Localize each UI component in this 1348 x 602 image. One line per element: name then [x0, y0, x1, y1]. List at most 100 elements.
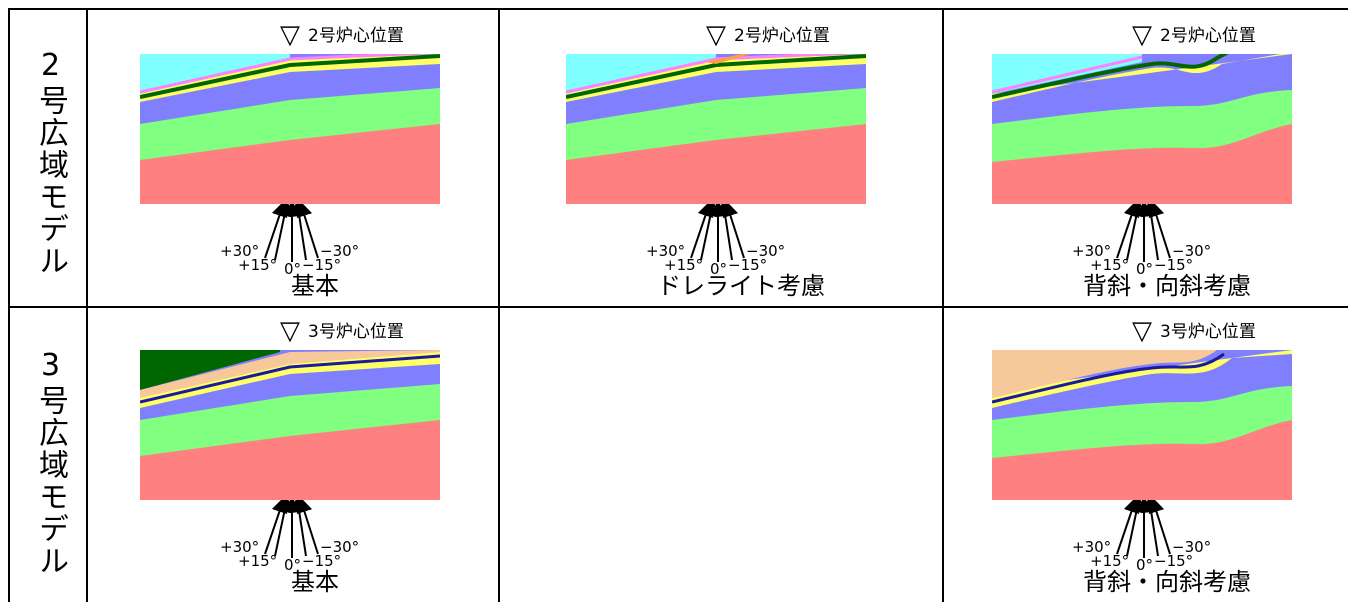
- table-left-border: [8, 8, 10, 602]
- panel-fold-unit3: ▽ 3号炉心位置 +30°+15° 0°−15°−30° 背斜・向斜考慮: [992, 312, 1302, 602]
- geologic-cross-section: [140, 54, 440, 204]
- table-col-divider-2: [942, 8, 944, 602]
- arrow-plus30: [264, 204, 287, 259]
- core-position-label: 2号炉心位置: [1160, 26, 1256, 46]
- incidence-angle-group: +30°+15° 0°−15°−30°: [1072, 500, 1272, 574]
- layer-darkgreen: [992, 54, 1229, 99]
- geologic-cross-section: [566, 54, 866, 204]
- incidence-arrows: [264, 500, 319, 558]
- core-position-marker: ▽ 3号炉心位置: [280, 316, 404, 346]
- angle-label-minus15: −15°: [728, 256, 768, 274]
- incidence-arrows: [1116, 500, 1171, 558]
- angle-label-plus30: +30°: [1072, 242, 1112, 260]
- layer-navy: [992, 352, 1225, 404]
- down-triangle-icon: ▽: [1132, 316, 1152, 346]
- layer-yellow: [140, 350, 440, 408]
- arrow-plus30: [1116, 500, 1139, 555]
- angle-label-zero: 0°: [1136, 260, 1154, 278]
- layer-tan: [992, 350, 1217, 398]
- down-triangle-icon: ▽: [706, 20, 726, 50]
- geologic-cross-section: [140, 350, 440, 500]
- angle-label-plus30: +30°: [1072, 538, 1112, 556]
- arrow-plus15: [1126, 204, 1145, 261]
- arrow-plus30: [1116, 204, 1139, 259]
- core-position-marker: ▽ 3号炉心位置: [1132, 316, 1256, 346]
- geologic-cross-section: [992, 54, 1292, 204]
- layer-pink: [566, 54, 856, 94]
- angle-label-plus30: +30°: [220, 242, 260, 260]
- arrow-plus30: [690, 204, 713, 259]
- arrow-minus30: [296, 204, 319, 259]
- arrow-minus30: [722, 204, 745, 259]
- angle-label-plus15: +15°: [664, 256, 704, 274]
- angle-label-minus30: −30°: [1172, 538, 1212, 556]
- table-col-divider-1: [498, 8, 500, 602]
- angle-label-zero: 0°: [284, 260, 302, 278]
- layer-tan: [140, 350, 440, 398]
- core-position-label: 3号炉心位置: [1160, 322, 1256, 342]
- incidence-angle-group: +30°+15° 0°−15°−30°: [220, 204, 420, 278]
- arrow-plus15: [1126, 500, 1145, 557]
- core-position-label: 3号炉心位置: [308, 322, 404, 342]
- row-label-3: 3号広域モデル: [30, 348, 70, 586]
- down-triangle-icon: ▽: [280, 20, 300, 50]
- layer-darkgreen: [140, 350, 280, 390]
- layer-darkgreen: [140, 54, 440, 99]
- angle-label-minus15: −15°: [1154, 552, 1194, 570]
- geologic-cross-section: [992, 350, 1292, 500]
- core-position-label: 2号炉心位置: [734, 26, 830, 46]
- angle-label-minus30: −30°: [320, 242, 360, 260]
- arrow-plus15: [700, 204, 719, 261]
- panel-caption: 背斜・向斜考慮: [1083, 272, 1251, 300]
- incidence-angle-group: +30°+15° 0°−15°−30°: [646, 204, 846, 278]
- core-position-marker: ▽ 2号炉心位置: [1132, 20, 1256, 50]
- arrow-minus30: [1148, 500, 1171, 555]
- panel-caption: 基本: [291, 568, 339, 596]
- panel-fold-unit2: ▽ 2号炉心位置 +30°+15° 0°−15°−30° 背斜・向斜考慮: [992, 16, 1302, 306]
- row-label-3-text: 3号広域モデル: [33, 348, 68, 577]
- down-triangle-icon: ▽: [1132, 20, 1152, 50]
- angle-label-plus30: +30°: [646, 242, 686, 260]
- arrow-plus15: [274, 204, 293, 261]
- core-position-marker: ▽ 2号炉心位置: [706, 20, 830, 50]
- layer-yellow: [992, 350, 1292, 408]
- table-label-divider: [86, 8, 88, 602]
- angle-label-minus30: −30°: [1172, 242, 1212, 260]
- down-triangle-icon: ▽: [280, 316, 300, 346]
- layer-pink: [140, 54, 430, 94]
- incidence-angle-group: +30°+15°0°−15°−30°: [220, 500, 420, 574]
- angle-label-plus15: +15°: [1090, 552, 1130, 570]
- angle-label-minus15: −15°: [1154, 256, 1194, 274]
- angle-label-plus15: +15°: [238, 256, 278, 274]
- angle-label-zero: 0°: [710, 260, 728, 278]
- angle-label-minus30: −30°: [746, 242, 786, 260]
- angle-label-minus15: −15°: [302, 256, 342, 274]
- arrow-minus30: [296, 500, 319, 555]
- panel-caption: 背斜・向斜考慮: [1083, 568, 1251, 596]
- layer-yellow: [140, 54, 440, 102]
- row-label-2: 2号広域モデル: [30, 48, 70, 286]
- core-position-marker: ▽ 2号炉心位置: [280, 20, 404, 50]
- angle-label-minus15: −15°: [302, 552, 342, 570]
- arrow-minus30: [1148, 204, 1171, 259]
- table-top-border: [8, 8, 1348, 10]
- layer-darkgreen: [566, 54, 866, 99]
- layer-dolerite: [706, 54, 751, 64]
- panel-caption: 基本: [291, 272, 339, 300]
- angle-label-zero: 0°: [284, 556, 302, 574]
- panel-basic-unit2: ▽ 2号炉心位置 +30°+15° 0°−15°−30° 基本: [140, 16, 450, 306]
- table-row-divider: [8, 306, 1348, 308]
- panel-basic-unit3: ▽ 3号炉心位置 +30°+15°0°−15°−30°基本: [140, 312, 450, 602]
- panel-dolerite-unit2: ▽2号炉心位置+30°+15°0°−15°−30°ドレライト考慮: [566, 16, 876, 306]
- angle-label-zero: 0°: [1136, 556, 1154, 574]
- layer-yellow: [992, 54, 1292, 102]
- angle-label-plus15: +15°: [1090, 256, 1130, 274]
- incidence-arrows: [690, 204, 745, 262]
- core-position-label: 2号炉心位置: [308, 26, 404, 46]
- layer-yellow: [566, 54, 866, 102]
- row-label-2-text: 2号広域モデル: [33, 48, 68, 277]
- arrow-plus15: [274, 500, 293, 557]
- layer-pink: [992, 55, 1143, 94]
- incidence-arrows: [1116, 204, 1171, 262]
